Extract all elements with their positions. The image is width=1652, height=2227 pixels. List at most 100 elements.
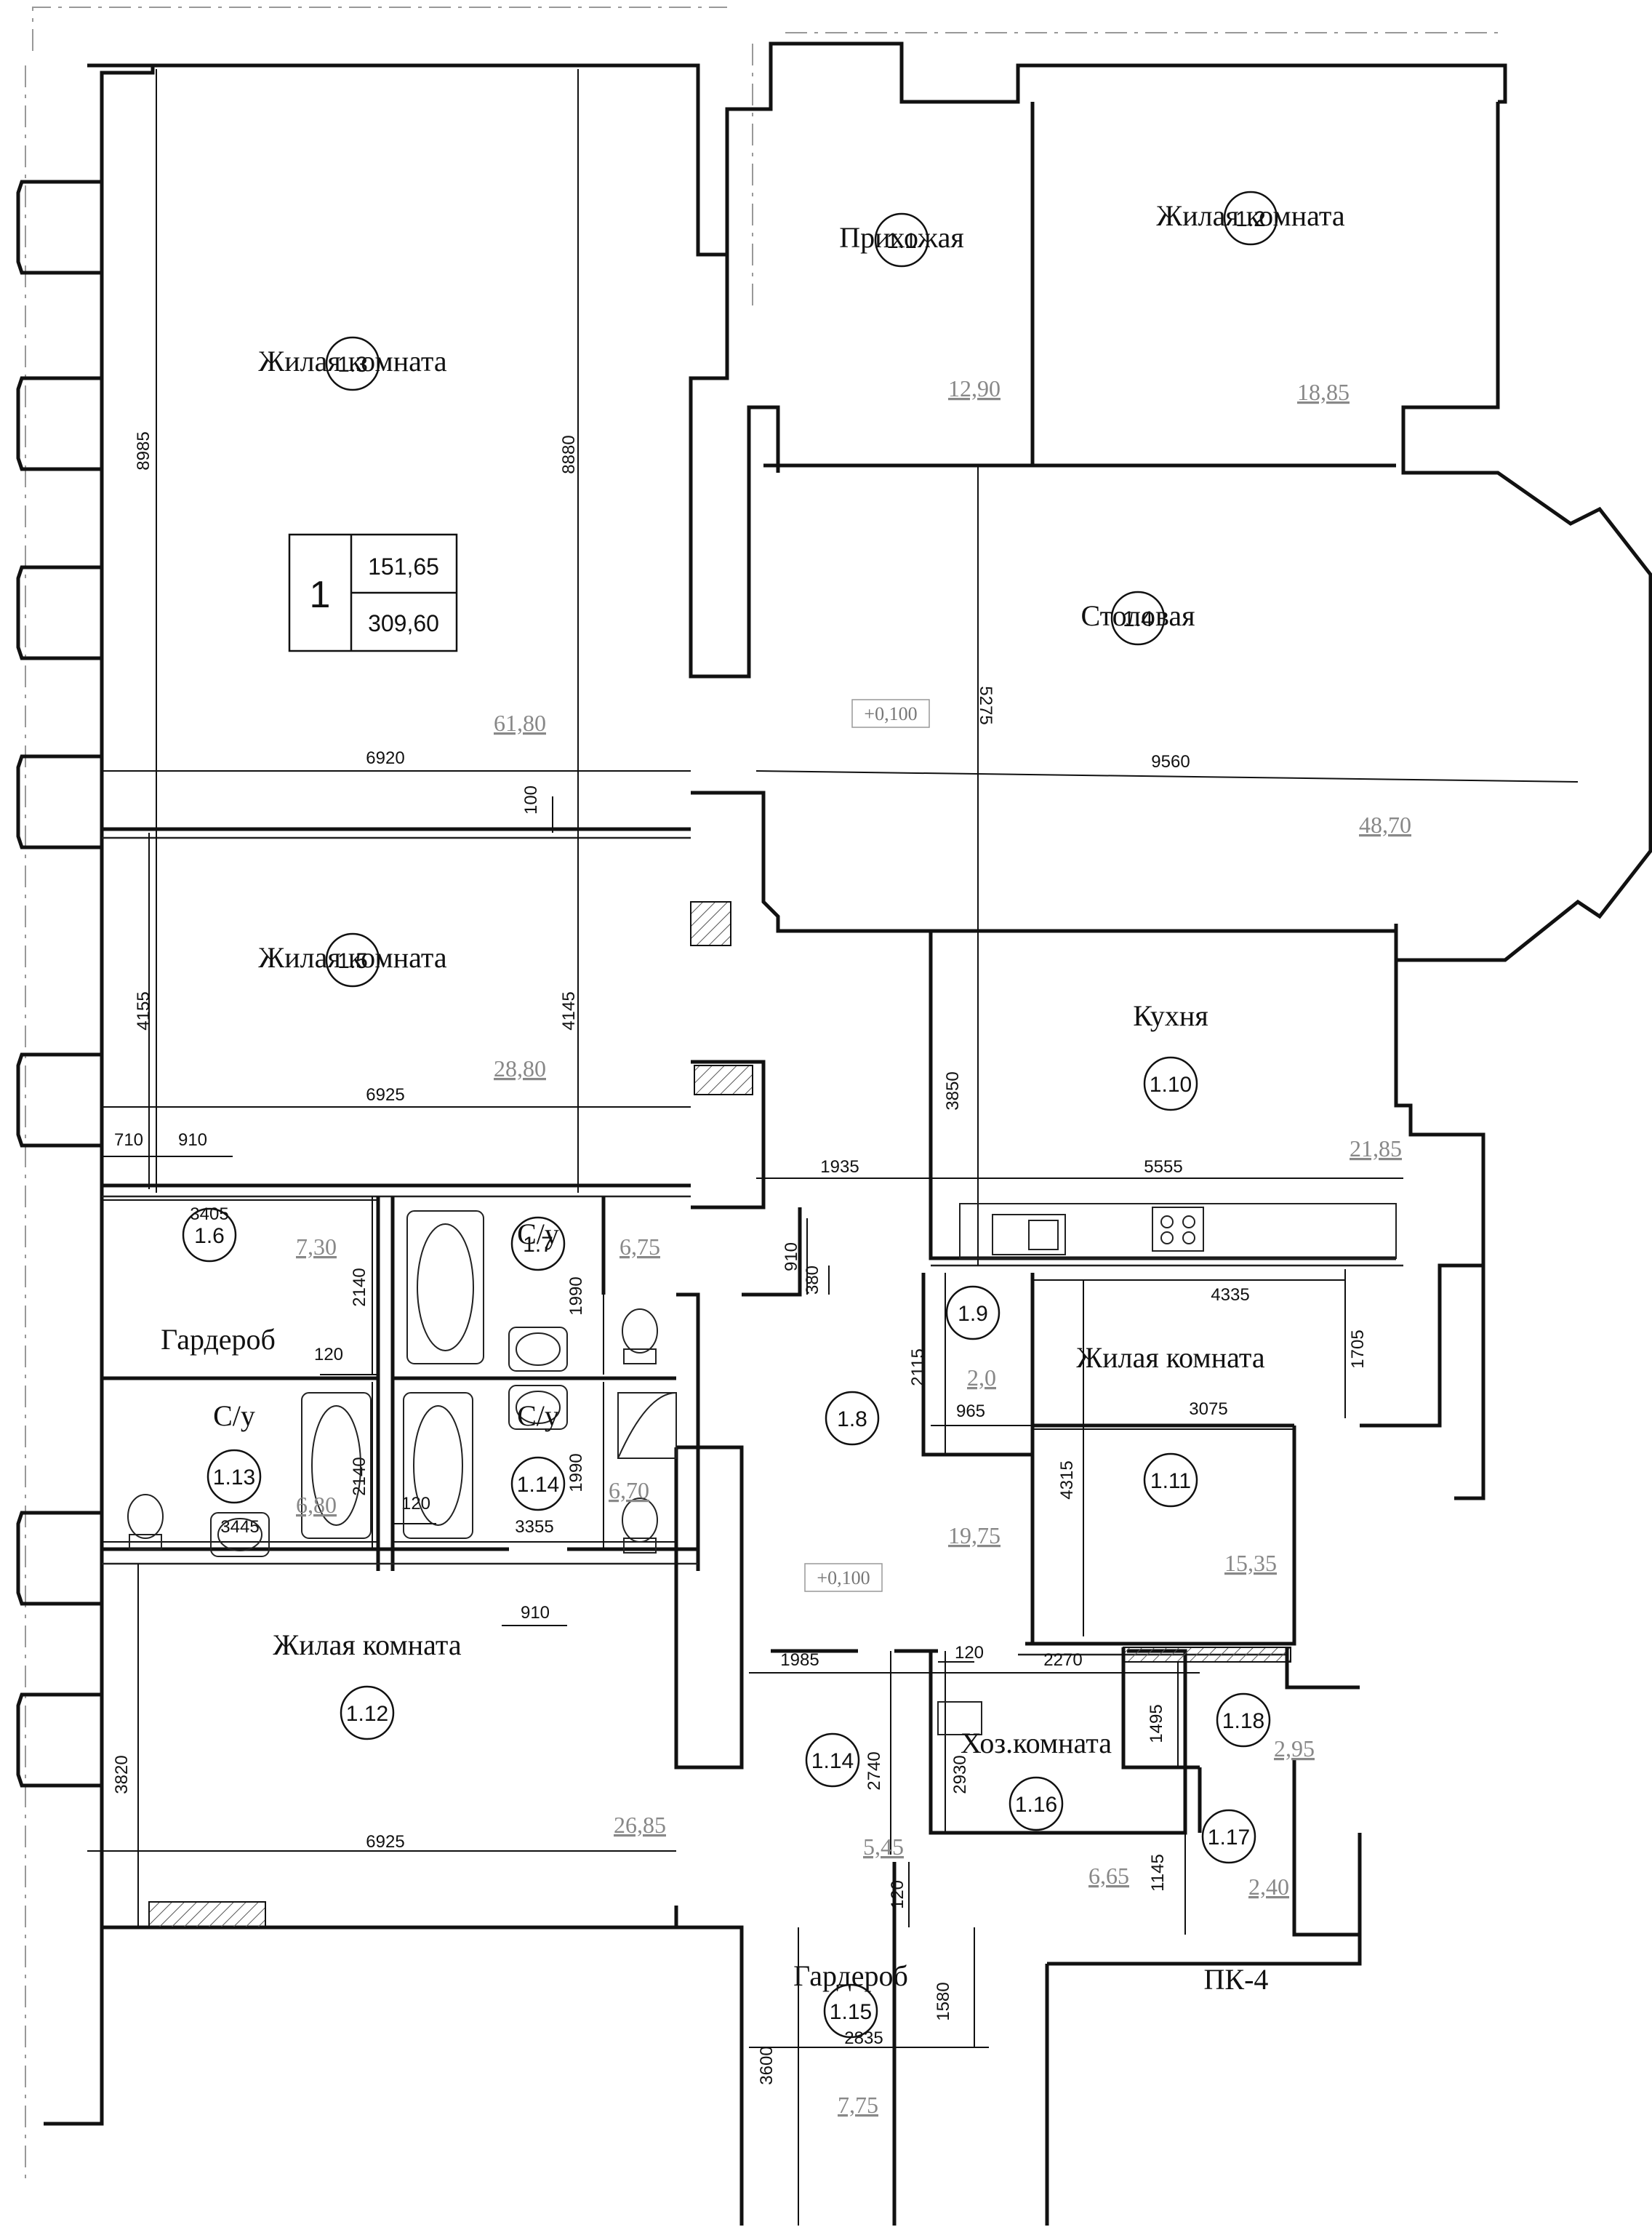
svg-text:710: 710 [114,1130,143,1150]
dimension-8985: 8985 [134,69,157,1193]
room-area: 6,75 [620,1234,660,1260]
room-number: 1.15 [830,2000,872,2024]
svg-text:1935: 1935 [820,1157,859,1177]
window-left-6 [16,1511,102,1606]
room-1-11: Жилая комната 1.11 15,35 [1076,1341,1277,1576]
room-area: 28,80 [494,1055,546,1081]
room-1-18: 1.182,95 [1216,1692,1315,1762]
dimension-1990: 1990 [566,1196,604,1375]
room-number: 1.17 [1208,1826,1250,1850]
room-area: 26,85 [614,1812,666,1838]
sink-icon-1-7 [508,1327,568,1372]
svg-text:1495: 1495 [1147,1704,1166,1743]
svg-text:2835: 2835 [844,2028,883,2048]
dimension-120: 120 [393,1494,436,1524]
svg-text:3600: 3600 [757,2046,777,2084]
room-1-13: С/у1.136,80 [206,1399,337,1518]
level-mark: +0,100 [851,699,930,728]
room-area: 7,30 [296,1234,337,1260]
room-number: 1.9 [958,1302,988,1326]
dimension-4335: 4335 [1032,1279,1345,1305]
dimension-2140: 2140 [350,1196,373,1375]
room-number-circle [1009,1776,1064,1831]
svg-text:2740: 2740 [865,1751,884,1790]
sink-icon-1-13 [210,1512,270,1557]
room-1-9: 1.92,0 [945,1285,1001,1391]
window-group-left [16,180,102,1788]
room-area: 21,85 [1350,1135,1402,1162]
room-number: 1.11 [1150,1469,1191,1493]
svg-text:6925: 6925 [366,1085,404,1105]
room-number: 1.12 [346,1702,388,1726]
svg-text:1580: 1580 [934,1982,953,2020]
svg-text:2270: 2270 [1043,1650,1082,1670]
toilet-icon-1-13 [127,1494,164,1550]
kitchen-counter [959,1203,1397,1259]
room-number-circle [945,1285,1001,1340]
dimension-3355: 3355 [393,1517,676,1543]
svg-text:910: 910 [521,1603,550,1623]
dimension-1935: 1935 [756,1157,931,1179]
room-name: Жилая комната [1156,199,1344,232]
room-name: Хоз.комната [961,1727,1112,1759]
svg-text:4335: 4335 [1211,1285,1249,1305]
svg-text:3075: 3075 [1189,1399,1227,1419]
svg-text:2140: 2140 [350,1268,369,1306]
dimension-910: 910 [502,1603,567,1626]
room-number-circle [1223,191,1278,246]
room-1-17: 1.172,40 [1201,1809,1289,1900]
dimension-1145: 1145 [1148,1833,1186,1935]
dimension-5555: 5555 [931,1157,1403,1179]
dimension-910: 910 [153,1130,233,1157]
svg-text:1990: 1990 [566,1453,586,1492]
room-number-circle [1143,1056,1198,1111]
dimension-120: 120 [314,1345,378,1375]
room-area: 2,95 [1274,1735,1315,1762]
svg-text:4315: 4315 [1057,1460,1077,1499]
total-area: 309,60 [368,610,439,636]
room-number: 1.13 [213,1466,255,1490]
label-pk4: ПК-4 [1204,1963,1269,1996]
room-number: 1.14 [811,1749,854,1773]
utility-sink-icon [937,1701,982,1735]
window-left-7 [16,1692,102,1788]
level-mark: +0,100 [804,1563,883,1592]
dimension-1580: 1580 [934,1927,975,2047]
room-1-14: 1.145,45 [805,1732,904,1860]
room-area: 6,70 [609,1477,649,1503]
room-name: С/у [213,1399,255,1432]
svg-text:+0,100: +0,100 [817,1567,870,1588]
window-left-4 [16,754,102,849]
dimension-6925: 6925 [87,1832,676,1852]
room-number: 1.14 [517,1473,559,1497]
window-left-1 [16,180,102,275]
svg-text:3355: 3355 [515,1517,553,1537]
dimension-1990: 1990 [566,1382,604,1549]
room-number: 1.2 [1235,207,1266,231]
room-number-circle [823,1983,878,2039]
interior-walls [100,102,1652,2226]
dimension-3405: 3405 [102,1199,378,1224]
room-name: Прихожая [839,221,964,254]
svg-text:3850: 3850 [943,1071,963,1110]
dimension-1985: 1985 [749,1650,931,1674]
bathtub-1-7 [406,1210,484,1364]
dimension-4315: 4315 [1057,1280,1084,1636]
dimension-4145: 4145 [559,833,579,1189]
room-number-circle [1110,591,1166,646]
svg-text:380: 380 [803,1266,822,1295]
left-wall [44,41,1507,2126]
room-area: 7,75 [838,2092,878,2118]
room-name: Жилая комната [1076,1341,1264,1374]
dimension-3820: 3820 [112,1564,139,1927]
room-area: 15,35 [1224,1550,1277,1576]
dimension-6925: 6925 [102,1085,691,1108]
